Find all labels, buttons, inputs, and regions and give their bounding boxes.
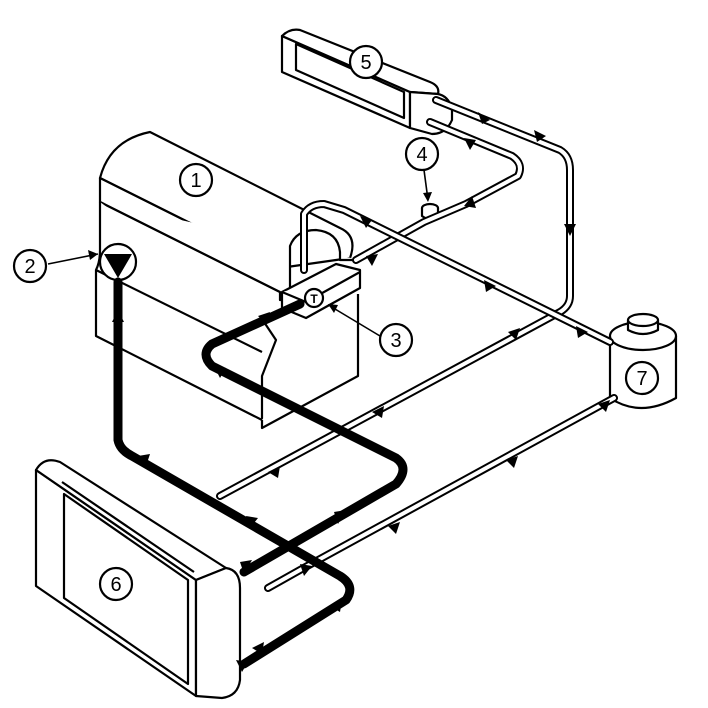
flow-arrow-icon xyxy=(366,254,378,266)
svg-text:7: 7 xyxy=(636,368,647,390)
svg-text:2: 2 xyxy=(24,256,35,278)
flow-arrow-icon xyxy=(464,138,476,150)
flow-arrow-icon xyxy=(138,454,150,466)
svg-text:1: 1 xyxy=(190,170,201,192)
callout-lines xyxy=(47,169,432,337)
flow-arrow-icon xyxy=(506,456,518,468)
main-coolant-hoses xyxy=(113,277,408,669)
flow-arrows xyxy=(112,112,610,672)
label-radiator: 6 xyxy=(98,566,134,602)
engine-block xyxy=(94,130,360,430)
pump-triangle-icon xyxy=(104,254,132,278)
flow-arrow-icon xyxy=(534,130,546,142)
label-expansion-tank: 7 xyxy=(624,360,660,396)
flow-arrow-icon xyxy=(252,642,264,654)
flow-arrow-icon xyxy=(360,216,372,228)
svg-text:6: 6 xyxy=(110,574,121,596)
water-pump xyxy=(98,242,138,282)
label-heater-core: 5 xyxy=(348,44,384,80)
flow-arrow-icon xyxy=(508,328,520,340)
flow-arrow-icon xyxy=(478,112,490,124)
svg-text:5: 5 xyxy=(360,52,371,74)
label-bleed-valve: 4 xyxy=(404,136,440,172)
flow-arrow-icon xyxy=(240,560,252,574)
flow-arrow-icon xyxy=(214,366,226,378)
flow-arrow-icon xyxy=(236,660,248,672)
svg-text:3: 3 xyxy=(390,330,401,352)
flow-arrow-icon xyxy=(268,466,280,478)
flow-arrow-icon xyxy=(598,400,610,412)
flow-arrow-icon xyxy=(112,310,124,322)
flow-arrow-icon xyxy=(564,224,576,236)
label-water-pump: 2 xyxy=(12,248,48,284)
flow-arrow-icon xyxy=(300,564,312,576)
flow-arrow-icon xyxy=(330,600,342,612)
flow-arrow-icon xyxy=(246,516,258,528)
thermostat-symbol: T xyxy=(310,292,318,306)
svg-text:4: 4 xyxy=(416,144,427,166)
flow-arrow-icon xyxy=(258,312,270,324)
flow-arrow-icon xyxy=(464,196,476,208)
flow-arrow-icon xyxy=(372,406,384,418)
hose-network xyxy=(216,96,618,592)
flow-arrow-icon xyxy=(576,326,588,338)
label-engine: 1 xyxy=(178,162,214,198)
flow-arrow-icon xyxy=(388,522,400,534)
flow-arrow-icon xyxy=(484,280,496,292)
flow-arrow-icon xyxy=(334,510,346,524)
label-thermostat: 3 xyxy=(378,322,414,358)
